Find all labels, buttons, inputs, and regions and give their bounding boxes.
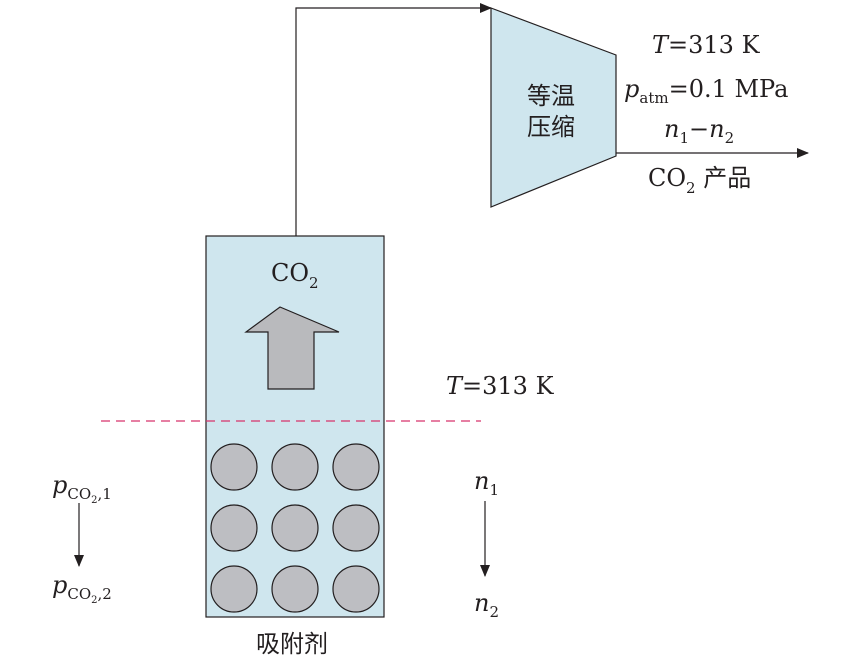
gas-pipe	[295, 3, 492, 236]
adsorbent-particle	[210, 565, 258, 613]
adsorption-column	[205, 235, 385, 618]
adsorbent-particle	[332, 565, 380, 613]
compressor-label-line1: 等温	[527, 82, 575, 110]
pressure-initial-label: pCO2,1	[52, 471, 112, 506]
desorption-arrow-icon	[244, 306, 340, 390]
outlet-pressure-label: patm=0.1 MPa	[624, 75, 788, 107]
adsorbent-particle	[271, 443, 319, 491]
outlet-temperature-label: T=313 K	[652, 31, 761, 59]
adsorbent-label: 吸附剂	[256, 630, 328, 658]
isothermal-compressor	[490, 7, 617, 208]
outlet-flow-label: n1−n2	[664, 115, 734, 147]
adsorbent-particle	[210, 504, 258, 552]
co2-product-label: CO2 产品	[648, 164, 751, 197]
adsorbent-particle	[271, 504, 319, 552]
compressor-label-line2: 压缩	[527, 113, 575, 141]
amount-final-label: n2	[474, 589, 499, 621]
adsorbent-particle	[332, 443, 380, 491]
amount-initial-label: n1	[474, 467, 499, 499]
adsorbent-particle	[210, 443, 258, 491]
column-temperature-label: T=313 K	[446, 372, 555, 400]
pressure-final-label: pCO2,2	[52, 571, 112, 606]
column-gas-label: CO2	[271, 259, 319, 292]
adsorbent-particle	[332, 504, 380, 552]
adsorbent-particles	[210, 443, 380, 613]
adsorbent-particle	[271, 565, 319, 613]
